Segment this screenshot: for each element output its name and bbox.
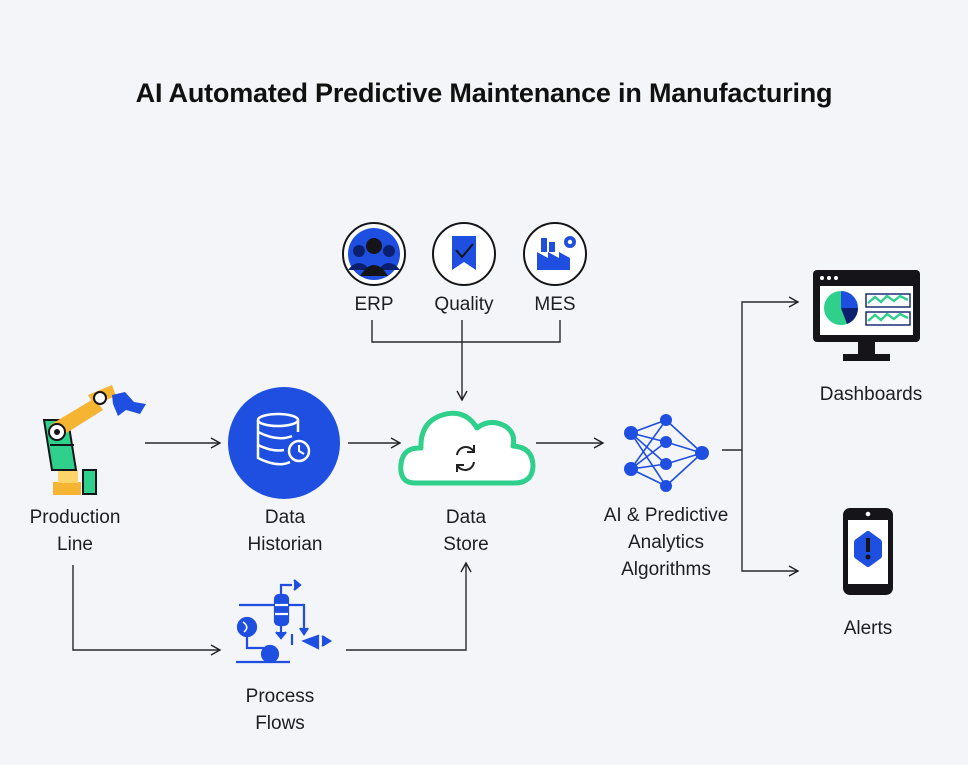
label-dashboards: Dashboards (819, 384, 923, 405)
label-mes: MES (534, 294, 576, 315)
label-data-store-line1: Data (445, 507, 487, 528)
database-icon (228, 387, 340, 499)
connectors (72, 296, 800, 656)
label-data-historian: Data Historian (225, 504, 345, 558)
people-icon (342, 222, 406, 286)
label-erp: ERP (354, 294, 394, 315)
label-data-store: Data Store (406, 504, 526, 558)
label-alerts: Alerts (843, 618, 893, 639)
phone-alert-icon (843, 508, 893, 595)
label-ai-line3: Algorithms (621, 559, 711, 580)
label-production-line-line2: Line (57, 534, 93, 555)
label-data-store-line2: Store (443, 534, 489, 555)
arrow-production-to-process-flows (72, 565, 222, 656)
quality-badge-icon (432, 222, 496, 286)
neural-network-icon (624, 414, 709, 492)
arrow-to-dashboards (741, 296, 800, 450)
label-ai-analytics: AI & Predictive Analytics Algorithms (586, 502, 746, 583)
label-process-flows-line2: Flows (255, 713, 305, 734)
label-production-line-line1: Production (29, 507, 121, 528)
label-ai-line1: AI & Predictive (603, 505, 729, 526)
factory-icon (523, 222, 587, 286)
cloud-sync-icon (398, 410, 536, 486)
robot-arm-icon (42, 385, 146, 495)
monitor-dashboard-icon (813, 270, 920, 361)
process-flow-icon (236, 579, 333, 664)
label-production-line: Production Line (15, 504, 135, 558)
label-data-historian-line1: Data (264, 507, 306, 528)
label-process-flows-line1: Process (245, 686, 315, 707)
label-quality: Quality (434, 294, 494, 315)
connector-erp-mes-bracket (371, 320, 561, 343)
diagram-title: AI Automated Predictive Maintenance in M… (135, 78, 833, 108)
label-process-flows: Process Flows (220, 683, 340, 737)
label-ai-line2: Analytics (627, 532, 705, 553)
arrow-process-flows-to-store (346, 561, 472, 651)
arrow-to-alerts (741, 450, 800, 577)
label-data-historian-line2: Historian (247, 534, 323, 555)
